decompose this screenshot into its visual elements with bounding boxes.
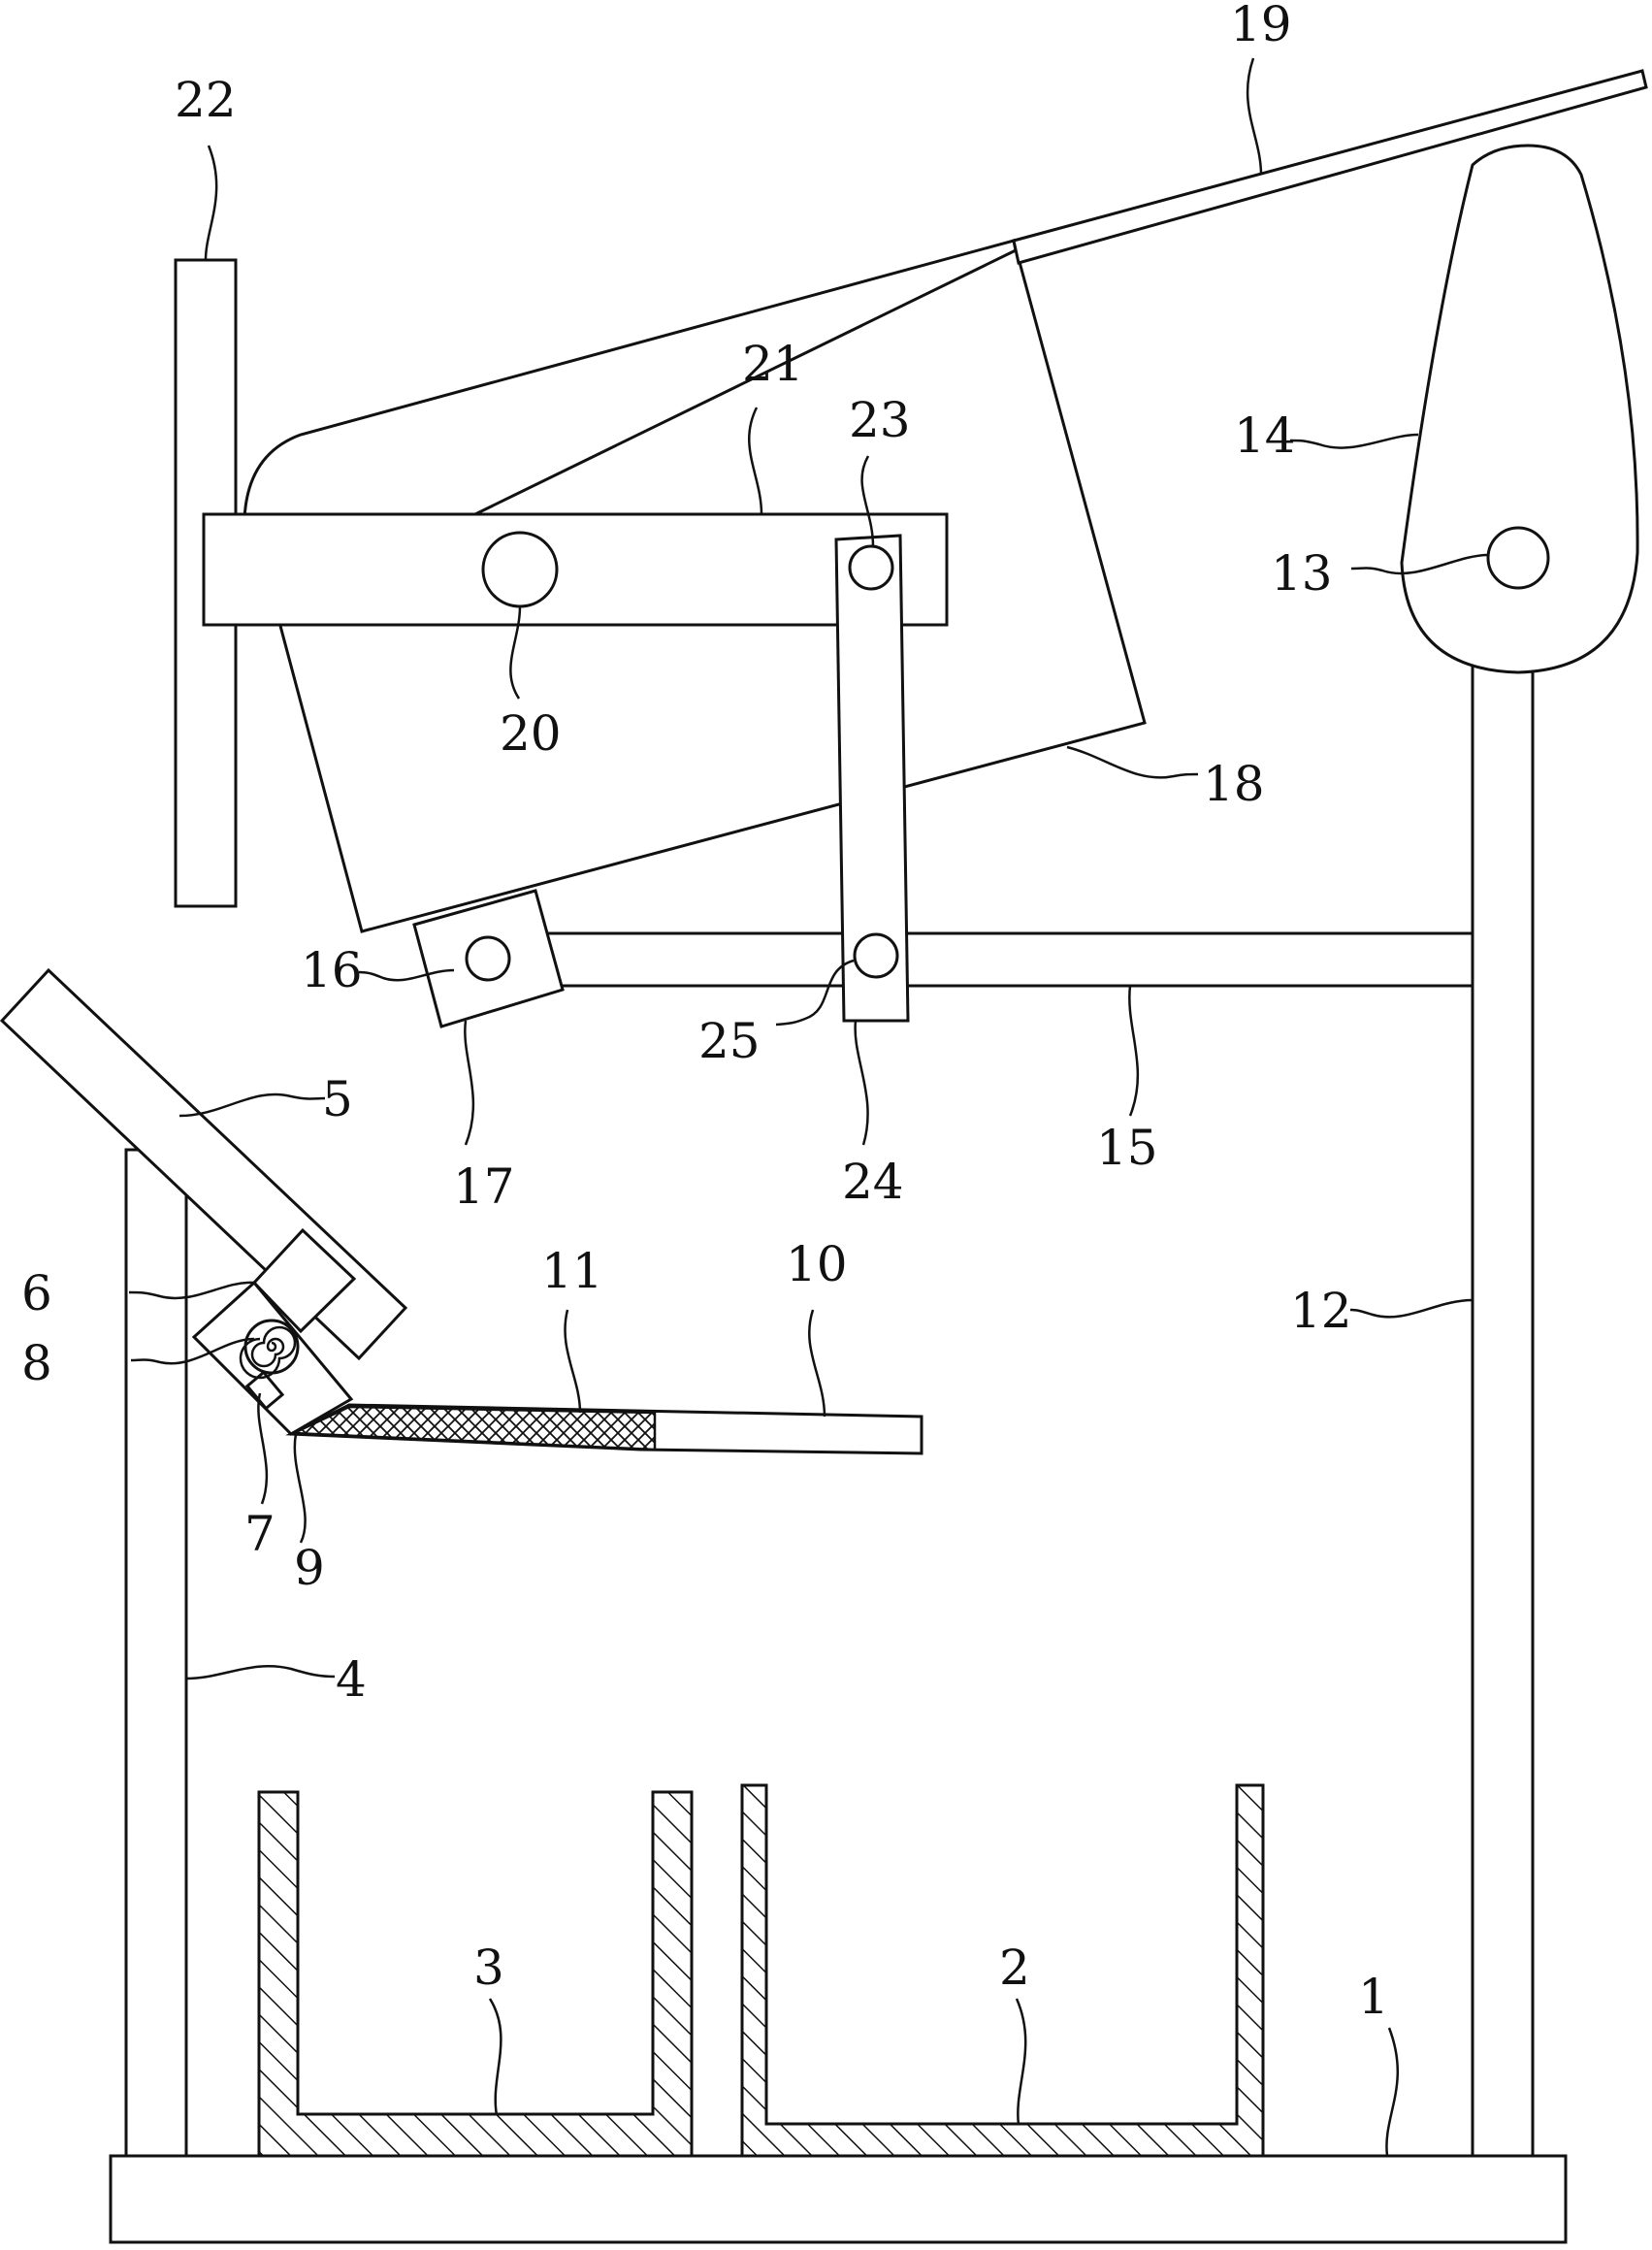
label-24: 24 <box>842 1154 904 1210</box>
mounting-block <box>251 1227 357 1334</box>
right-post <box>1471 663 1535 2158</box>
stop-block <box>244 1370 285 1411</box>
torsion-spring <box>239 1319 300 1380</box>
base-plate <box>109 2154 1568 2244</box>
label-19: 19 <box>1230 0 1292 52</box>
upper-plate <box>1012 69 1648 265</box>
label-18: 18 <box>1203 756 1265 812</box>
label-7: 7 <box>244 1506 275 1562</box>
label-5: 5 <box>322 1071 353 1127</box>
label-10: 10 <box>786 1236 848 1292</box>
horizontal-beam <box>202 512 949 627</box>
label-20: 20 <box>500 705 562 762</box>
pivot-20 <box>481 531 559 608</box>
label-13: 13 <box>1271 545 1333 602</box>
pin-16 <box>465 935 511 982</box>
collecting-box-right <box>740 1783 1265 2158</box>
label-23: 23 <box>849 392 911 448</box>
label-15: 15 <box>1096 1120 1158 1176</box>
label-2: 2 <box>999 1940 1030 1996</box>
pin-25 <box>853 932 899 979</box>
mesh-screen <box>293 1405 657 1451</box>
collecting-box-left <box>257 1790 694 2158</box>
label-17: 17 <box>453 1158 515 1215</box>
sloped-plate <box>0 967 408 1361</box>
leader-lines <box>128 57 1489 2157</box>
label-25: 25 <box>698 1013 761 1069</box>
label-9: 9 <box>294 1540 325 1596</box>
label-3: 3 <box>473 1940 504 1996</box>
label-1: 1 <box>1358 1969 1389 2025</box>
horizontal-bar <box>452 931 1474 988</box>
label-12: 12 <box>1290 1283 1352 1339</box>
cam <box>1400 144 1639 674</box>
left-post <box>124 1148 188 2158</box>
label-8: 8 <box>21 1335 52 1391</box>
cam-shaft <box>1486 526 1550 590</box>
label-6: 6 <box>21 1265 52 1321</box>
link-bar <box>834 534 910 1023</box>
label-22: 22 <box>175 72 237 128</box>
pin-23 <box>848 544 894 591</box>
label-16: 16 <box>301 942 363 998</box>
label-14: 14 <box>1234 408 1296 464</box>
label-21: 21 <box>742 336 804 392</box>
label-4: 4 <box>336 1651 367 1708</box>
label-11: 11 <box>541 1243 603 1299</box>
